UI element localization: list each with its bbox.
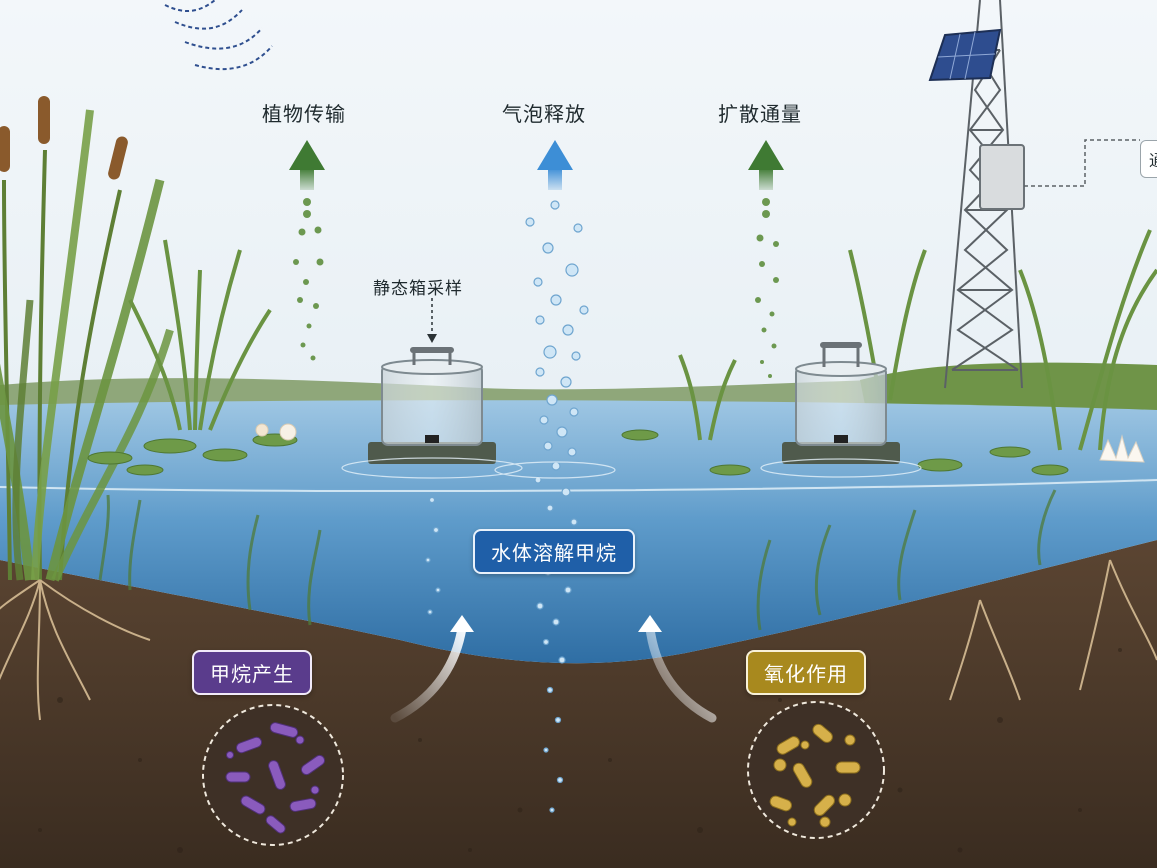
reed-cluster-right [678, 229, 1157, 451]
methane-production-label: 甲烷产生 [192, 650, 312, 695]
diffusion-methane-dots [755, 198, 779, 378]
diffusive-flux-label: 扩散通量 [718, 102, 802, 126]
wireless-signal-icon [164, 0, 273, 71]
ebullition-arrow [537, 140, 573, 190]
static-chamber-icon-right [782, 342, 900, 464]
chamber-pointer-arrow [427, 334, 437, 343]
microbe-icon [202, 704, 344, 846]
surface-ripples [341, 457, 922, 479]
oxidation-arrow-head [638, 615, 662, 632]
production-to-water-arrow [390, 623, 467, 723]
diffusion-arrow [748, 140, 784, 190]
microbe-icon-oxidizers [747, 701, 885, 839]
water-lily-icon [255, 423, 1145, 463]
data-link-line [1024, 139, 1140, 187]
lily-pads [87, 429, 1069, 476]
dissolved-methane-label: 水体溶解甲烷 [473, 529, 635, 574]
ebullition-label: 气泡释放 [502, 102, 586, 126]
oxidation-to-water-arrow [645, 623, 717, 723]
right-roots [949, 559, 1157, 701]
solar-panel-icon [928, 28, 1002, 82]
static-chamber-icon [368, 347, 496, 464]
plant-transport-arrow [289, 140, 325, 190]
tower-callout: 通 [1140, 140, 1157, 178]
surface-line [0, 479, 1157, 493]
submerged-vegetation [98, 489, 1057, 631]
chamber-sampling-label: 静态箱采样 [373, 279, 463, 299]
reed-cluster-left [128, 239, 272, 431]
cattail-icon [0, 96, 174, 582]
plant-methane-dots [293, 198, 324, 361]
production-arrow-head [450, 615, 474, 632]
plant-transport-label: 植物传输 [262, 102, 346, 126]
logger-box-icon [979, 144, 1025, 210]
left-roots [0, 579, 151, 721]
oxidation-label: 氧化作用 [746, 650, 866, 695]
